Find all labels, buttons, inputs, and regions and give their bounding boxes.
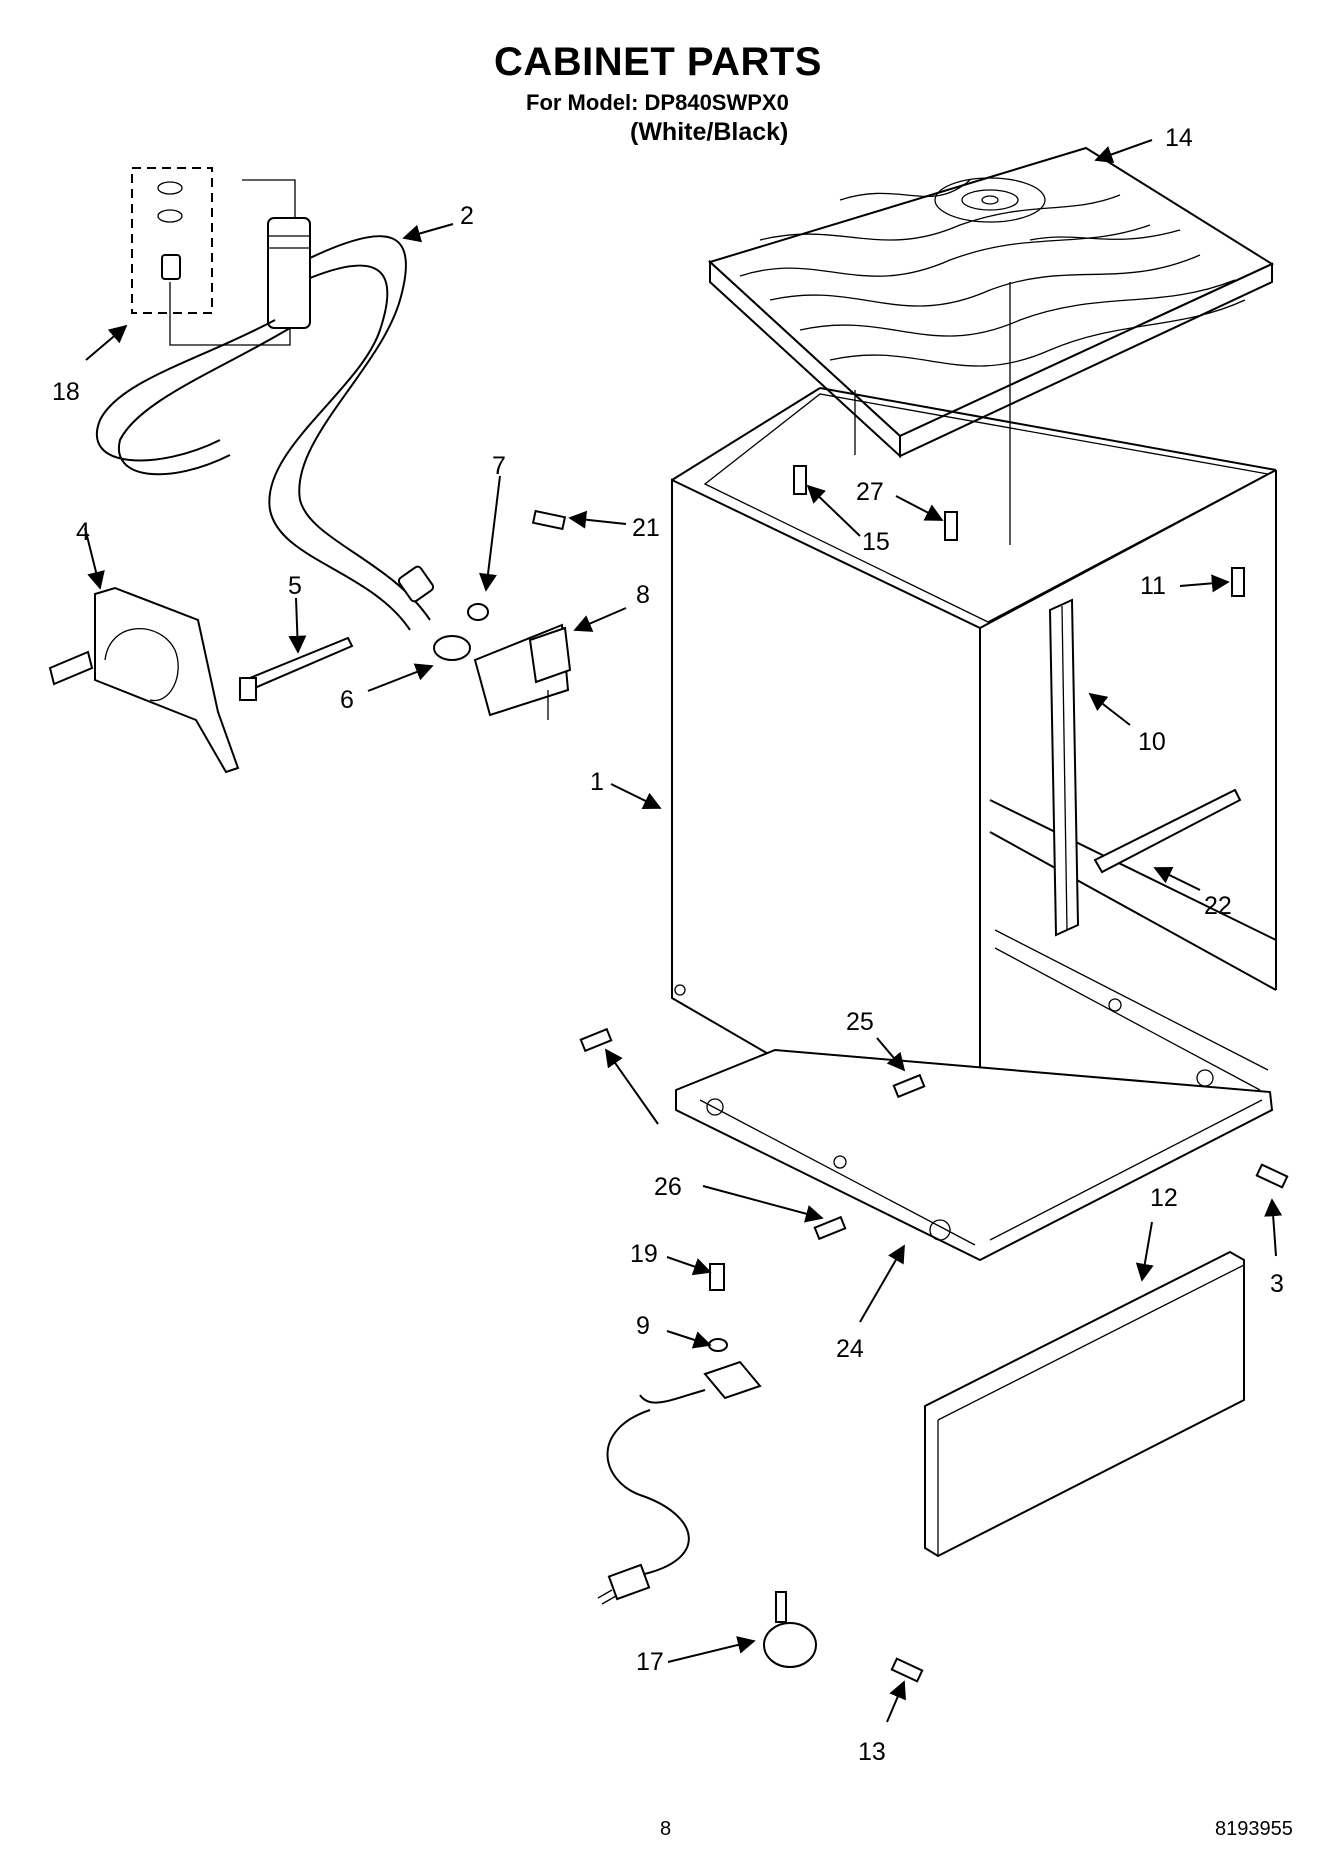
callout-6: 6 xyxy=(340,686,354,714)
screw-25 xyxy=(892,1073,926,1099)
electrical-box-part xyxy=(48,586,240,774)
screw-26a xyxy=(579,1027,613,1053)
callout-27: 27 xyxy=(856,478,884,506)
fill-hose-part xyxy=(96,217,435,631)
screw-19 xyxy=(709,1263,725,1291)
callout-24: 24 xyxy=(836,1335,864,1363)
callout-25: 25 xyxy=(846,1008,874,1036)
callout-11: 11 xyxy=(1140,572,1166,600)
screw-21 xyxy=(531,509,567,531)
power-cord-part xyxy=(597,1360,762,1605)
callout-26a: 26 xyxy=(654,1173,682,1201)
callout-22: 22 xyxy=(1204,892,1232,920)
color-variant: (White/Black) xyxy=(630,118,789,146)
base-frame-part xyxy=(675,929,1274,1262)
cabinet-frame-part xyxy=(671,282,1277,1179)
model-line: For Model: DP840SWPX0 xyxy=(526,90,789,115)
cover-bracket-part xyxy=(473,623,572,720)
page-title: CABINET PARTS xyxy=(494,40,822,84)
callout-21: 21 xyxy=(632,514,660,542)
leader-arrows xyxy=(84,139,1283,1723)
callout-19: 19 xyxy=(630,1240,658,1268)
fitting-inset-part xyxy=(131,167,296,346)
callout-4: 4 xyxy=(76,518,90,546)
document-number: 8193955 xyxy=(1215,1818,1293,1840)
callout-7: 7 xyxy=(492,452,506,480)
callout-5: 5 xyxy=(288,572,302,600)
callout-10: 10 xyxy=(1138,728,1166,756)
callout-17: 17 xyxy=(636,1648,664,1676)
callout-3: 3 xyxy=(1270,1270,1284,1298)
toe-panel-part xyxy=(924,1250,1245,1558)
countertop-part xyxy=(708,146,1275,459)
hose-clamp-part xyxy=(433,635,471,661)
callout-14: 14 xyxy=(1165,124,1193,152)
wire-tie-part xyxy=(239,636,354,701)
screw-13 xyxy=(890,1657,924,1683)
callout-8: 8 xyxy=(636,581,650,609)
screw-27 xyxy=(944,511,958,541)
callout-9: 9 xyxy=(636,1312,650,1340)
caster-part xyxy=(763,1591,817,1668)
bracket-part xyxy=(1093,788,1242,874)
callout-13: 13 xyxy=(858,1738,886,1766)
callout-15: 15 xyxy=(862,528,890,556)
callout-1: 1 xyxy=(590,768,604,796)
vertical-channel-part xyxy=(1048,598,1080,937)
callout-12: 12 xyxy=(1150,1184,1178,1212)
screw-11 xyxy=(1231,567,1245,597)
washer-part xyxy=(467,603,489,621)
screw-9-washer xyxy=(708,1338,728,1352)
screw-26b xyxy=(813,1215,847,1241)
callout-labels: 14 2 18 7 4 5 21 8 6 1 15 27 11 10 22 25… xyxy=(52,124,1284,1766)
page-number: 8 xyxy=(660,1818,672,1840)
screw-15 xyxy=(793,465,807,495)
callout-2: 2 xyxy=(460,202,474,230)
callout-18: 18 xyxy=(52,378,80,406)
screw-3 xyxy=(1255,1163,1289,1189)
